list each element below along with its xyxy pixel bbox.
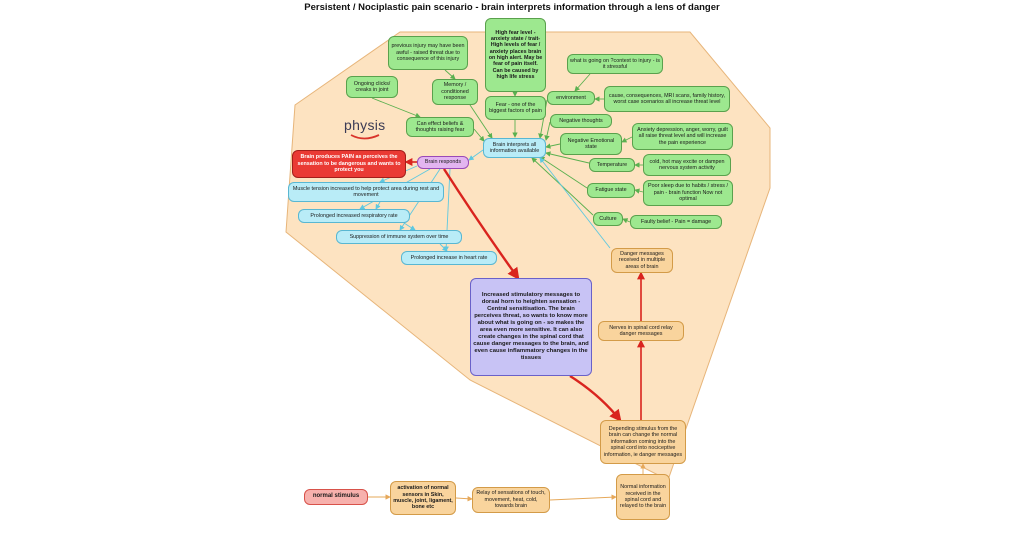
logo-smile-icon (350, 134, 380, 140)
node-muscle-tension: Muscle tension increased to help protect… (288, 182, 444, 202)
node-danger-messages: Danger messages received in multiple are… (611, 248, 673, 273)
node-negative-emotional: Negative Emotional state (560, 133, 622, 155)
edge-memory-brain (469, 104, 493, 139)
node-respiratory: Prolonged increased respiratory rate (298, 209, 410, 223)
node-beliefs: Can effect beliefs & thoughts raising fe… (406, 117, 474, 137)
node-fatigue: Fatigue state (587, 183, 635, 198)
logo-text: physis (344, 117, 386, 133)
node-negative-thoughts: Negative thoughts (550, 114, 612, 128)
node-ongoing-clicks: Ongoing clicks/ creaks in joint (346, 76, 398, 98)
edge-sleep-fatigue (634, 188, 644, 194)
node-anxiety: Anxiety depression, anger, worry, guilt … (632, 123, 733, 150)
node-heart-rate: Prolonged increase in heart rate (401, 251, 497, 265)
node-nerves-spinal: Nerves in spinal cord relay danger messa… (598, 321, 684, 341)
node-poor-sleep: Poor sleep due to habits / stress / pain… (643, 180, 733, 206)
node-immune: Suppression of immune system over time (336, 230, 462, 244)
edge-temp-brain (545, 151, 590, 164)
node-high-fear: High fear level - anxiety state / trait-… (485, 18, 546, 92)
edge-danger-brain (539, 157, 611, 249)
node-depending-stimulus: Depending stimulus from the brain can ch… (600, 420, 686, 464)
node-previous-injury: previous injury may have been awful - ra… (388, 36, 468, 70)
physis-logo: physis (344, 117, 390, 143)
edge-thoughts-brain (544, 121, 551, 141)
node-temperature: Temperature (589, 158, 635, 172)
edge-beliefs-brain (473, 128, 485, 142)
edge-activation-relay (455, 496, 473, 502)
node-relay: Relay of sensations of touch, movement, … (472, 487, 550, 513)
node-cold-hot: cold, hot may excite or dampen nervous s… (643, 154, 731, 176)
node-memory: Memory / conditioned response (432, 79, 478, 105)
edge-relay-normal (549, 494, 617, 501)
edge-respiratory-immune (403, 222, 416, 231)
edge-injury-memory (444, 69, 456, 80)
edge-belief-culture (622, 218, 631, 224)
node-brain-pain: Brain produces PAIN as perceives the sen… (292, 150, 406, 178)
node-cause: cause, consequences, MRI scans, family h… (604, 86, 730, 112)
node-faulty-belief: Faulty belief - Pain = damage (630, 215, 722, 229)
node-brain-interprets: Brain interprets all information availab… (483, 138, 546, 158)
node-context: what is going on ?context to injury - is… (567, 54, 663, 74)
edge-context-env (574, 73, 591, 92)
edge-immune-heart (439, 243, 448, 252)
edge-anxiety-emotional (621, 136, 633, 143)
edge-clicks-beliefs (371, 97, 421, 118)
node-culture: Culture (593, 212, 623, 226)
node-fear-factor: Fear - one of the biggest factors of pai… (485, 96, 546, 120)
node-normal-info: Normal information received in the spina… (616, 474, 670, 520)
node-brain-responds: Brain responds (417, 156, 469, 169)
edge-fatigue-brain (539, 156, 588, 189)
node-activation: activation of normal sensors in Skin, mu… (390, 481, 456, 515)
page-title: Persistent / Nociplastic pain scenario -… (304, 2, 720, 13)
node-environment: environment (547, 91, 595, 105)
edge-muscle-respiratory (375, 201, 381, 210)
edge-respond-sensitisation (442, 168, 520, 280)
edge-emotional-brain (545, 143, 561, 149)
node-central-sensitisation: Increased stimulatory messages to dorsal… (470, 278, 592, 376)
edge-sensitisation-depending (569, 374, 622, 422)
node-normal-stimulus: normal stimulus (304, 489, 368, 505)
edge-brain-respond (468, 149, 484, 161)
